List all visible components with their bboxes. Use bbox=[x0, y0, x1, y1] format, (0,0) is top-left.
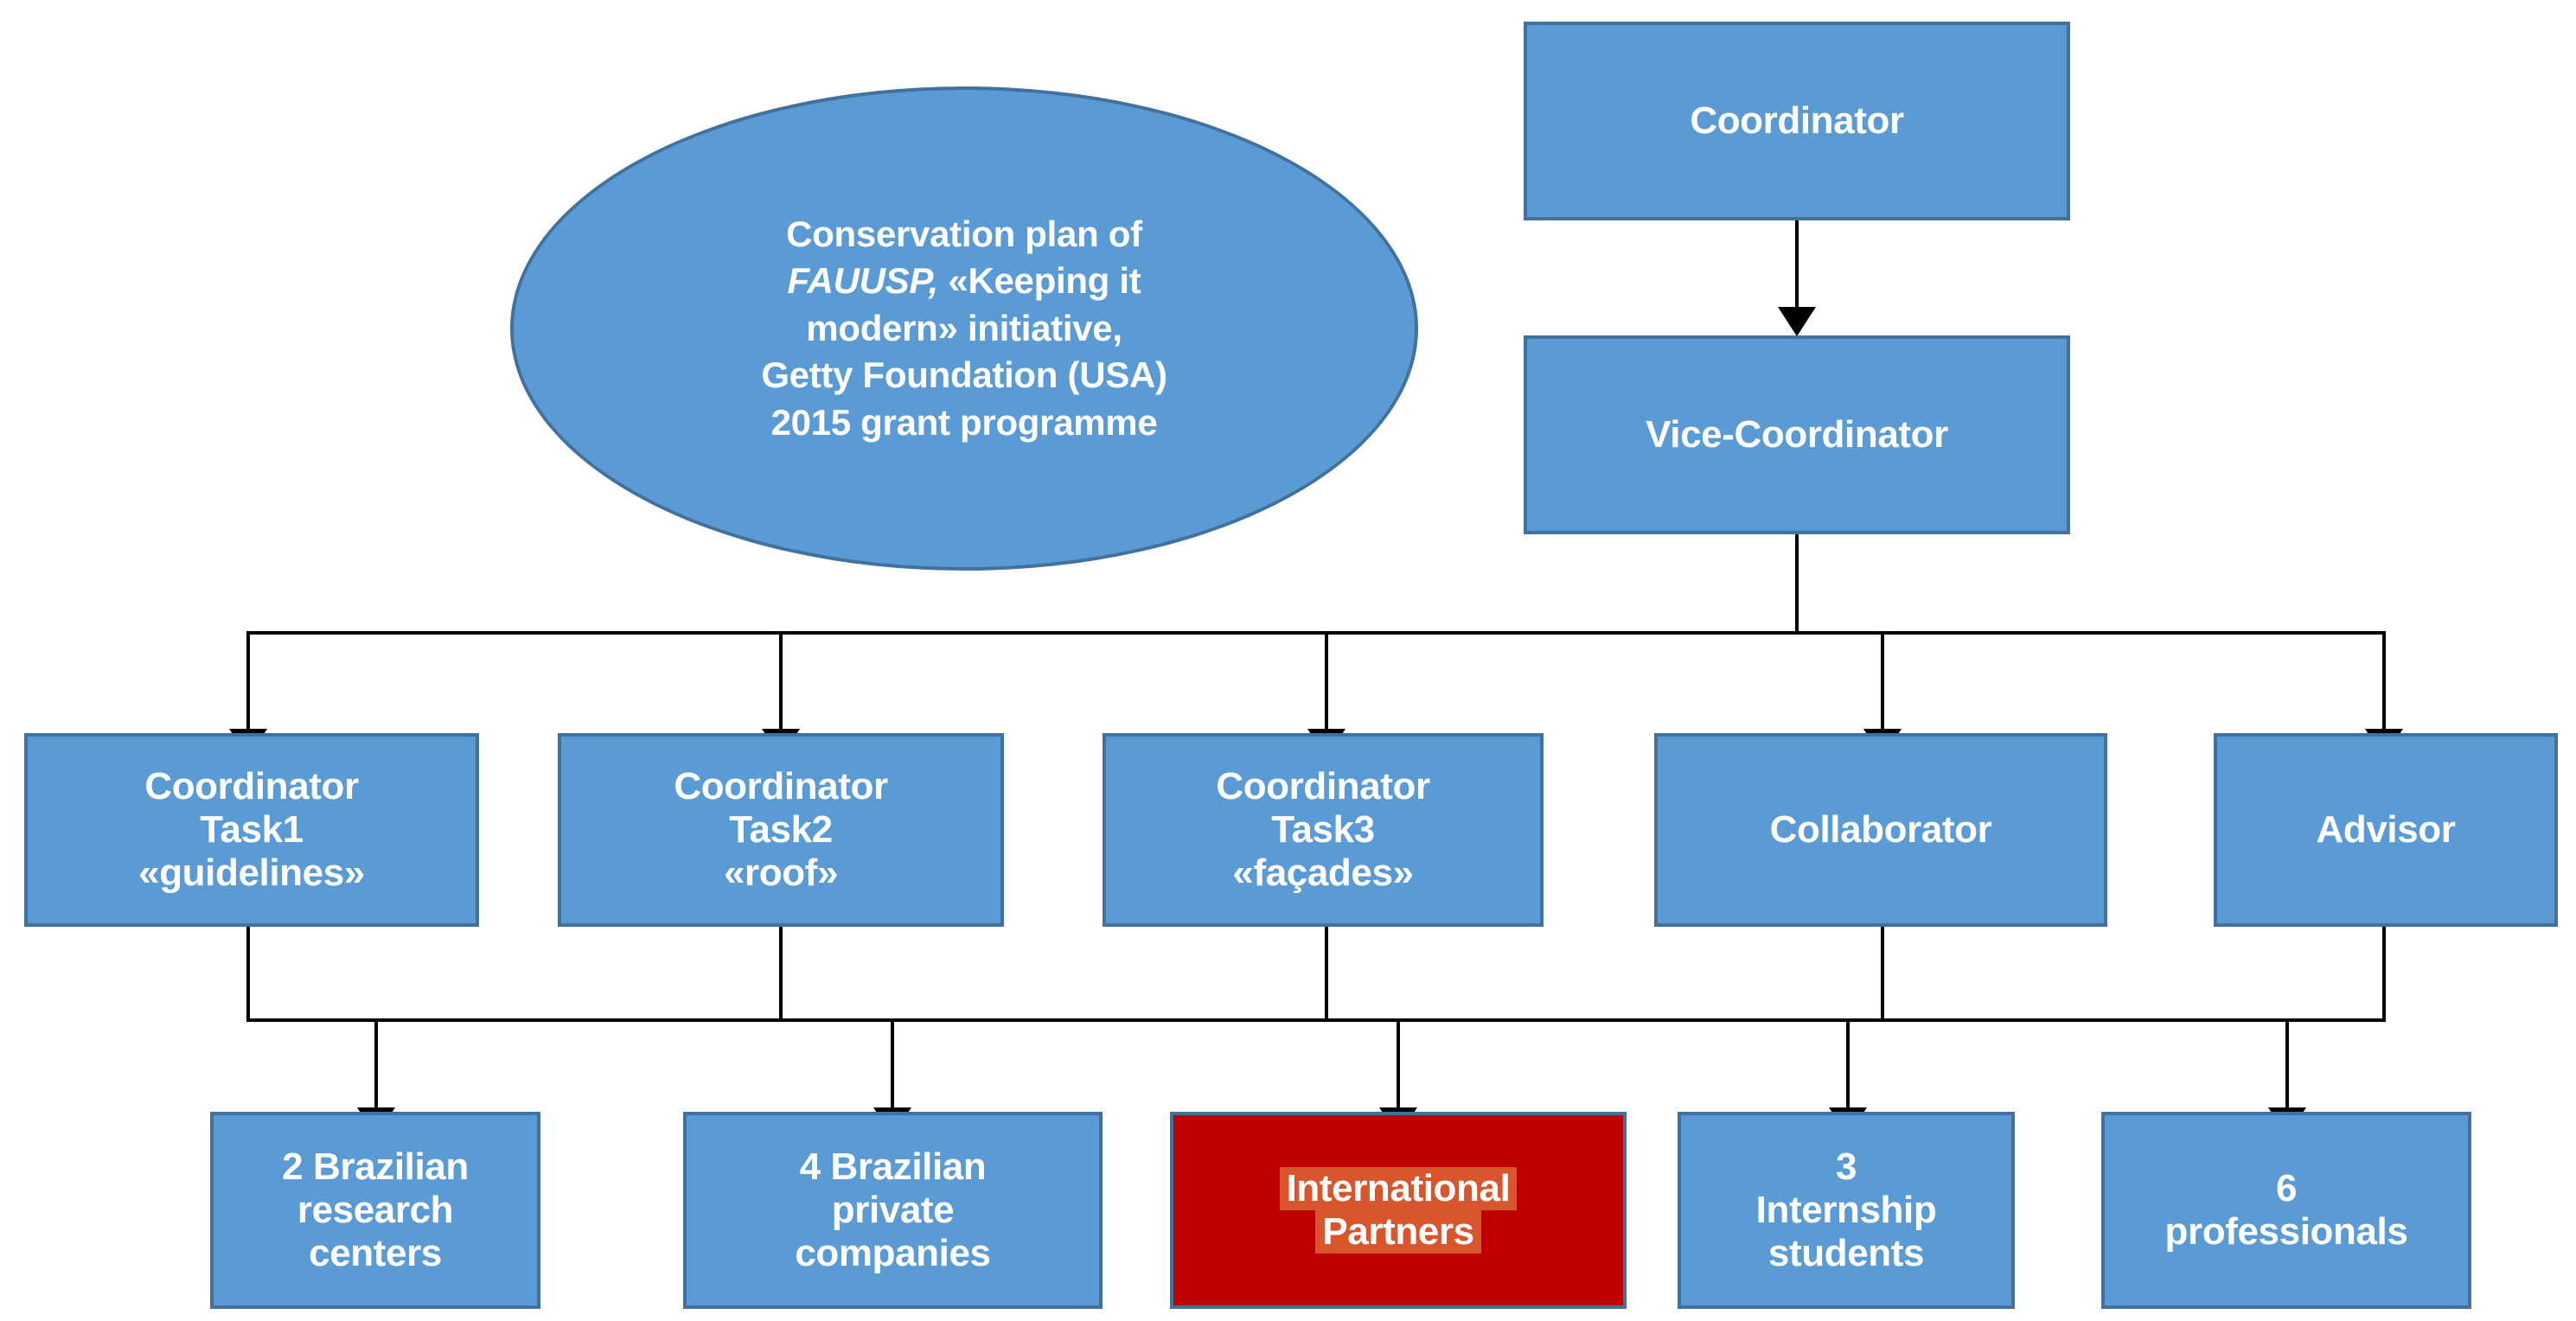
node-international-partners[interactable]: International Partners bbox=[1170, 1112, 1627, 1309]
connector-collaborator-to-bus2 bbox=[1881, 927, 1884, 1022]
node-coordinator-task2-line-1: Coordinator bbox=[674, 765, 888, 808]
node-coordinator[interactable]: Coordinator bbox=[1524, 22, 2070, 220]
connector-bus1-drop-3 bbox=[1325, 631, 1328, 733]
node-coordinator-task2-line-3: «roof» bbox=[723, 851, 839, 894]
node-coordinator-task2-line-2: Task2 bbox=[729, 808, 833, 852]
node-brazilian-private-companies[interactable]: 4 Brazilian private companies bbox=[683, 1112, 1103, 1309]
connector-bus2-drop-2 bbox=[891, 1018, 894, 1112]
connector-bus1-drop-5 bbox=[2382, 631, 2386, 733]
node-coordinator-task2[interactable]: Coordinator Task2 «roof» bbox=[558, 733, 1004, 927]
node-coordinator-label: Coordinator bbox=[1690, 99, 1904, 143]
node-advisor[interactable]: Advisor bbox=[2214, 733, 2558, 927]
node-vice-coordinator-label: Vice-Coordinator bbox=[1646, 413, 1948, 456]
connector-vice-to-bus1 bbox=[1795, 534, 1799, 635]
project-ellipse: Conservation plan of FAUUSP, «Keeping it… bbox=[510, 86, 1418, 571]
connector-bus1-drop-4 bbox=[1881, 631, 1884, 733]
node-coordinator-task3-line-1: Coordinator bbox=[1216, 765, 1430, 808]
node-professionals-line-2: professionals bbox=[2164, 1210, 2408, 1253]
connector-bus2-drop-3 bbox=[1397, 1018, 1400, 1112]
node-international-partners-line-1: International bbox=[1279, 1167, 1518, 1210]
connector-advisor-to-bus2 bbox=[2382, 927, 2386, 1022]
node-collaborator-label: Collaborator bbox=[1769, 808, 1992, 852]
ellipse-line-4: Getty Foundation (USA) bbox=[761, 354, 1167, 396]
node-brazilian-research-centers-line-3: centers bbox=[309, 1231, 442, 1274]
ellipse-line-5: 2015 grant programme bbox=[770, 401, 1158, 443]
node-internship-students[interactable]: 3 Internship students bbox=[1678, 1112, 2015, 1309]
ellipse-italic-text: FAUUSP, bbox=[787, 260, 939, 302]
ellipse-line-1: Conservation plan of bbox=[786, 213, 1142, 254]
node-vice-coordinator[interactable]: Vice-Coordinator bbox=[1524, 335, 2070, 534]
connector-bus2-drop-4 bbox=[1846, 1018, 1850, 1112]
node-brazilian-research-centers[interactable]: 2 Brazilian research centers bbox=[210, 1112, 540, 1309]
node-internship-students-line-2: Internship bbox=[1755, 1189, 1937, 1232]
distribution-bus-upper bbox=[246, 631, 2386, 635]
connector-bus1-drop-2 bbox=[779, 631, 783, 733]
node-internship-students-line-3: students bbox=[1767, 1231, 1925, 1274]
node-professionals[interactable]: 6 professionals bbox=[2101, 1112, 2471, 1309]
node-coordinator-task1-line-2: Task1 bbox=[200, 808, 304, 852]
node-international-partners-line-2: Partners bbox=[1315, 1210, 1481, 1254]
node-coordinator-task3-line-2: Task3 bbox=[1271, 808, 1375, 852]
node-brazilian-private-companies-line-1: 4 Brazilian bbox=[799, 1146, 987, 1189]
connector-bus2-drop-1 bbox=[374, 1018, 378, 1112]
connector-task1-to-bus2 bbox=[246, 927, 250, 1022]
node-brazilian-research-centers-line-1: 2 Brazilian bbox=[282, 1146, 469, 1189]
ellipse-line-2: FAUUSP, «Keeping it bbox=[788, 258, 1141, 305]
node-professionals-line-1: 6 bbox=[2275, 1167, 2298, 1210]
node-collaborator[interactable]: Collaborator bbox=[1654, 733, 2107, 927]
node-coordinator-task1[interactable]: Coordinator Task1 «guidelines» bbox=[24, 733, 479, 927]
distribution-bus-lower bbox=[246, 1018, 2386, 1022]
ellipse-line-2-rest: «Keeping it bbox=[938, 260, 1141, 302]
connector-bus2-drop-5 bbox=[2285, 1018, 2289, 1112]
node-coordinator-task1-line-3: «guidelines» bbox=[138, 851, 365, 894]
connector-bus1-drop-1 bbox=[246, 631, 250, 733]
arrowhead-vice-coordinator bbox=[1778, 307, 1816, 336]
node-brazilian-private-companies-line-2: private bbox=[831, 1189, 955, 1232]
connector-coordinator-to-vice bbox=[1795, 220, 1799, 311]
ellipse-line-3: modern» initiative, bbox=[806, 307, 1122, 348]
connector-task2-to-bus2 bbox=[779, 927, 783, 1022]
node-brazilian-research-centers-line-2: research bbox=[297, 1189, 454, 1232]
node-internship-students-line-1: 3 bbox=[1835, 1146, 1857, 1189]
node-coordinator-task3-line-3: «façades» bbox=[1232, 851, 1414, 894]
connector-task3-to-bus2 bbox=[1325, 927, 1328, 1022]
node-coordinator-task1-line-1: Coordinator bbox=[144, 765, 359, 808]
node-advisor-label: Advisor bbox=[2316, 808, 2456, 852]
node-coordinator-task3[interactable]: Coordinator Task3 «façades» bbox=[1103, 733, 1544, 927]
node-brazilian-private-companies-line-3: companies bbox=[795, 1231, 991, 1274]
